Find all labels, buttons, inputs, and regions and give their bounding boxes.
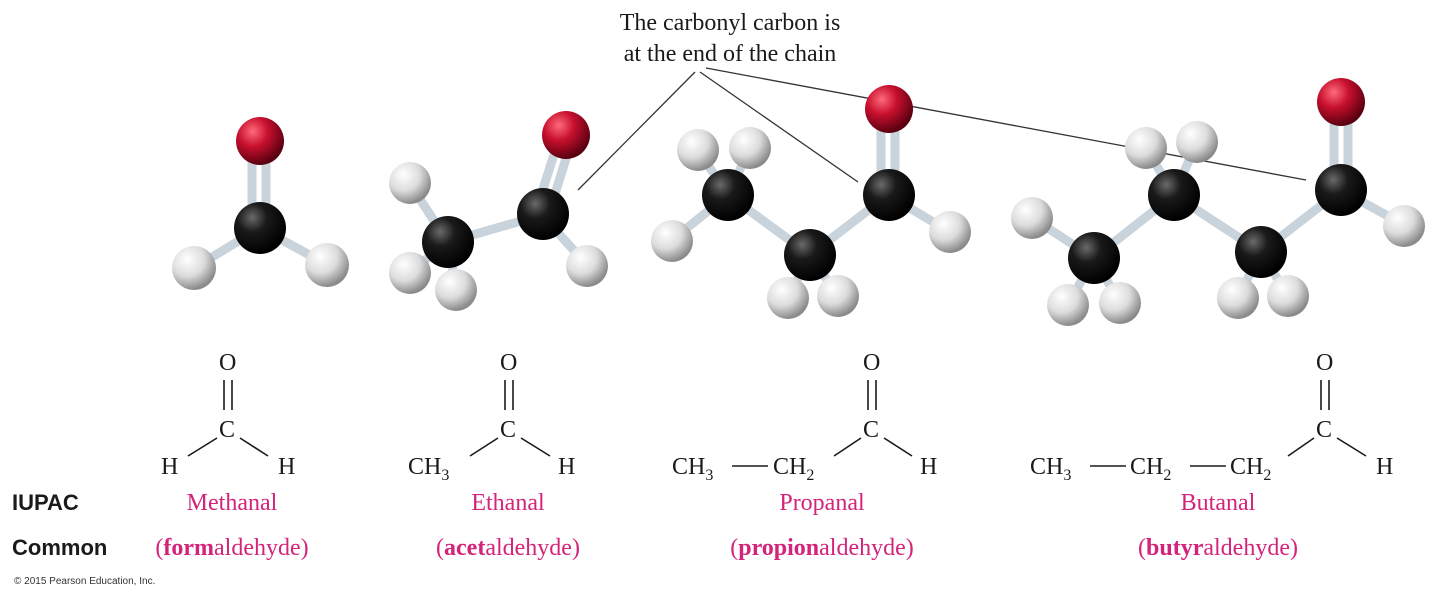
iupac-name-propanal: Propanal (779, 490, 865, 516)
formula-atom-c: C (500, 417, 516, 443)
iupac-name-methanal: Methanal (186, 490, 278, 516)
hydrogen-atom (1267, 275, 1309, 317)
callout-text: The carbonyl carbon is at the end of the… (520, 8, 940, 70)
hydrogen-atom (929, 211, 971, 253)
formula-atom-o: O (1316, 350, 1333, 376)
formula-atom-h: H (920, 454, 937, 480)
copyright-notice: © 2015 Pearson Education, Inc. (14, 576, 156, 587)
pointer-propanal (699, 71, 859, 183)
hydrogen-atom (729, 127, 771, 169)
carbon-atom (784, 229, 836, 281)
row-label-common: Common (12, 535, 108, 560)
hydrogen-atom (566, 245, 608, 287)
hydrogen-atom (677, 129, 719, 171)
common-name-formaldehyde: (formaldehyde) (155, 535, 309, 561)
formula-group-ch3: CH3 (1030, 454, 1071, 484)
formula-group-ch2: CH2 (773, 454, 814, 484)
formula-methanal: O C H H (161, 350, 295, 480)
hydrogen-atom (651, 220, 693, 262)
carbon-atom (702, 169, 754, 221)
hydrogen-atom (435, 269, 477, 311)
hydrogen-atom (817, 275, 859, 317)
formula-atom-c: C (1316, 417, 1332, 443)
formula-propanal: O C CH3 CH2 H (672, 350, 937, 484)
formula-atom-h: H (558, 454, 575, 480)
hydrogen-atom (1125, 127, 1167, 169)
hydrogen-atom (1099, 282, 1141, 324)
carbon-atom (1068, 232, 1120, 284)
hydrogen-atom (1011, 197, 1053, 239)
carbon-atom (422, 216, 474, 268)
carbon-atom (1315, 164, 1367, 216)
hydrogen-atom (767, 277, 809, 319)
formula-group-ch2: CH2 (1130, 454, 1171, 484)
oxygen-atom (542, 111, 590, 159)
iupac-name-ethanal: Ethanal (471, 490, 545, 516)
oxygen-atom (1317, 78, 1365, 126)
formula-atom-o: O (500, 350, 517, 376)
hydrogen-atom (1217, 277, 1259, 319)
oxygen-atom (865, 85, 913, 133)
carbon-atom (1148, 169, 1200, 221)
ethanal-model (389, 111, 608, 311)
methanal-model (172, 117, 349, 290)
formula-group-ch3: CH3 (672, 454, 713, 484)
carbon-atom (863, 169, 915, 221)
formula-ethanal: O C CH3 H (408, 350, 575, 484)
formula-group-ch2: CH2 (1230, 454, 1271, 484)
carbon-atom (517, 188, 569, 240)
formula-atom-o: O (863, 350, 880, 376)
formula-atom-o: O (219, 350, 236, 376)
hydrogen-atom (172, 246, 216, 290)
row-label-iupac: IUPAC (12, 490, 79, 515)
iupac-name-butanal: Butanal (1180, 490, 1256, 516)
oxygen-atom (236, 117, 284, 165)
propanal-model (651, 85, 971, 319)
callout-pointers (577, 67, 1307, 191)
carbon-atom (1235, 226, 1287, 278)
formula-group-ch3: CH3 (408, 454, 449, 484)
common-name-acetaldehyde: (acetaldehyde) (436, 535, 580, 561)
formula-butanal: O C CH3 CH2 CH2 H (1030, 350, 1393, 484)
butanal-model (1011, 78, 1425, 326)
hydrogen-atom (1383, 205, 1425, 247)
hydrogen-atom (1047, 284, 1089, 326)
hydrogen-atom (389, 252, 431, 294)
common-name-propionaldehyde: (propionaldehyde) (730, 535, 914, 561)
common-name-butyraldehyde: (butyraldehyde) (1138, 535, 1298, 561)
hydrogen-atom (389, 162, 431, 204)
formula-atom-h: H (1376, 454, 1393, 480)
formula-atom-h: H (161, 454, 178, 480)
formula-atom-c: C (219, 417, 235, 443)
hydrogen-atom (305, 243, 349, 287)
pointer-ethanal (577, 71, 696, 191)
callout-line-1: The carbonyl carbon is (619, 10, 841, 36)
pointer-butanal (705, 67, 1307, 181)
formula-atom-h: H (278, 454, 295, 480)
callout-line-2: at the end of the chain (623, 41, 837, 67)
hydrogen-atom (1176, 121, 1218, 163)
formula-atom-c: C (863, 417, 879, 443)
carbon-atom (234, 202, 286, 254)
